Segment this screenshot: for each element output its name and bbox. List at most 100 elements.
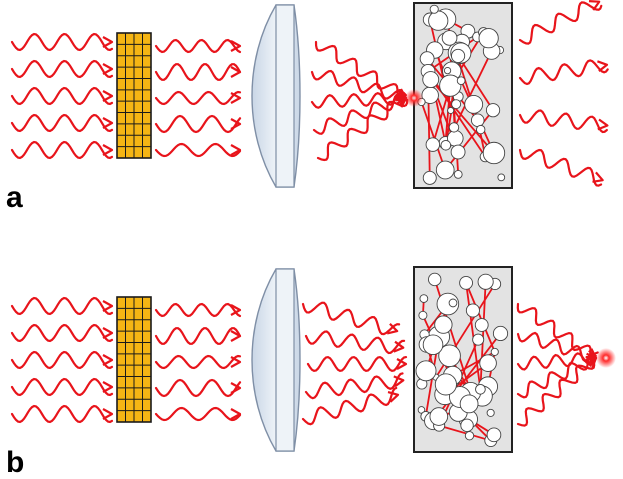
- scatterer: [440, 139, 452, 151]
- modulated-wave: [154, 90, 242, 106]
- incident-wave-arrowhead: [102, 63, 114, 75]
- scatterer: [478, 28, 499, 49]
- scatterer: [451, 48, 466, 63]
- panel-label-b: b: [6, 446, 25, 479]
- scatterer: [451, 99, 462, 110]
- scattered-wave: [518, 148, 604, 187]
- modulated-wave-line: [154, 142, 242, 158]
- modulated-wave-line: [154, 38, 242, 54]
- incident-wave-line: [10, 59, 114, 79]
- scatterer: [470, 113, 485, 127]
- lens-icon: [251, 268, 301, 452]
- incident-wave-line: [10, 296, 114, 316]
- incident-wave-line: [10, 86, 114, 106]
- scattered-wave-arrowhead: [597, 118, 609, 131]
- scattered-wave-arrowhead: [592, 171, 604, 183]
- modulated-wave-arrowhead: [230, 408, 242, 420]
- incident-wave-line: [10, 32, 114, 52]
- incident-wave-line: [10, 377, 114, 397]
- slm-grid-icon: [116, 32, 152, 159]
- modulated-wave: [154, 354, 242, 370]
- modulated-wave: [154, 142, 242, 158]
- scattered-wave-arrowhead: [588, 0, 601, 11]
- modulated-wave: [154, 114, 242, 134]
- shaped-wave-arrowhead: [387, 391, 400, 403]
- lens-icon: [251, 4, 301, 188]
- focus-spot-icon: [405, 89, 423, 107]
- focused-wave-line: [310, 69, 407, 102]
- scatterer: [486, 408, 495, 417]
- scatterer: [422, 334, 444, 355]
- scatterer: [490, 347, 499, 356]
- refocused-wave-line: [516, 352, 596, 399]
- scatterer: [428, 10, 449, 31]
- scattered-wave-line: [518, 1, 603, 45]
- scatterer: [448, 122, 460, 133]
- scatterer: [441, 30, 458, 46]
- focused-wave-line: [314, 40, 406, 103]
- modulated-wave-line: [154, 63, 242, 81]
- focus-spot-icon: [596, 348, 616, 368]
- refocused-wave: [516, 302, 598, 364]
- scatterer: [475, 383, 486, 395]
- modulated-wave: [154, 302, 242, 318]
- scatterer: [492, 325, 509, 342]
- incident-wave-arrowhead: [102, 36, 114, 48]
- scatter-path: [427, 70, 487, 158]
- modulated-wave-arrowhead: [230, 356, 242, 368]
- scatterer: [459, 394, 479, 414]
- incident-wave: [10, 404, 114, 424]
- shaped-wave: [301, 301, 401, 336]
- incident-wave: [10, 59, 114, 79]
- modulated-wave-arrowhead: [230, 40, 242, 52]
- modulated-wave-line: [154, 302, 242, 318]
- incident-wave-arrowhead: [102, 90, 114, 102]
- shaped-wave: [306, 355, 408, 373]
- focused-wave-line: [310, 91, 407, 109]
- shaped-wave-arrowhead: [386, 323, 399, 335]
- scatterer: [465, 303, 480, 318]
- scattered-wave-line: [518, 59, 609, 86]
- panel-a: [10, 0, 609, 189]
- scattered-wave: [518, 109, 609, 134]
- modulated-wave-arrowhead: [230, 92, 242, 104]
- incident-wave: [10, 32, 114, 52]
- incident-wave: [10, 350, 114, 370]
- modulated-wave-arrowhead: [230, 330, 242, 342]
- incident-wave: [10, 140, 114, 160]
- scatterer: [439, 74, 462, 97]
- slm-grid-icon: [116, 296, 152, 423]
- focused-wave-line: [316, 98, 409, 162]
- incident-wave-line: [10, 113, 114, 133]
- scatterer: [464, 431, 475, 441]
- scatter-path: [432, 332, 502, 422]
- scatterer: [460, 418, 474, 433]
- scatterer: [435, 160, 455, 180]
- scattering-medium-icon: [413, 266, 513, 453]
- shaped-wave-line: [301, 386, 398, 426]
- incident-wave-line: [10, 350, 114, 370]
- scatterer: [474, 318, 489, 332]
- modulated-wave-arrowhead: [230, 118, 242, 130]
- shaped-wave-line: [306, 355, 408, 373]
- scattered-wave: [518, 0, 603, 45]
- scatter-path: [420, 101, 447, 171]
- incident-wave-line: [10, 404, 114, 424]
- shaped-wave: [301, 386, 400, 426]
- scatterer: [497, 173, 506, 182]
- modulated-wave: [154, 406, 242, 422]
- incident-wave: [10, 296, 114, 316]
- modulated-wave-line: [154, 114, 242, 134]
- scatterer: [450, 144, 466, 160]
- shaped-wave-line: [304, 372, 404, 400]
- scatter-path: [444, 109, 494, 171]
- incident-wave-arrowhead: [102, 327, 114, 339]
- modulated-wave: [154, 378, 242, 398]
- scatterer: [447, 106, 455, 115]
- refocused-wave: [516, 353, 598, 427]
- scatterer: [429, 407, 449, 426]
- lens-flat: [275, 268, 295, 452]
- panel-b: [10, 266, 616, 453]
- scattered-wave-line: [518, 148, 603, 187]
